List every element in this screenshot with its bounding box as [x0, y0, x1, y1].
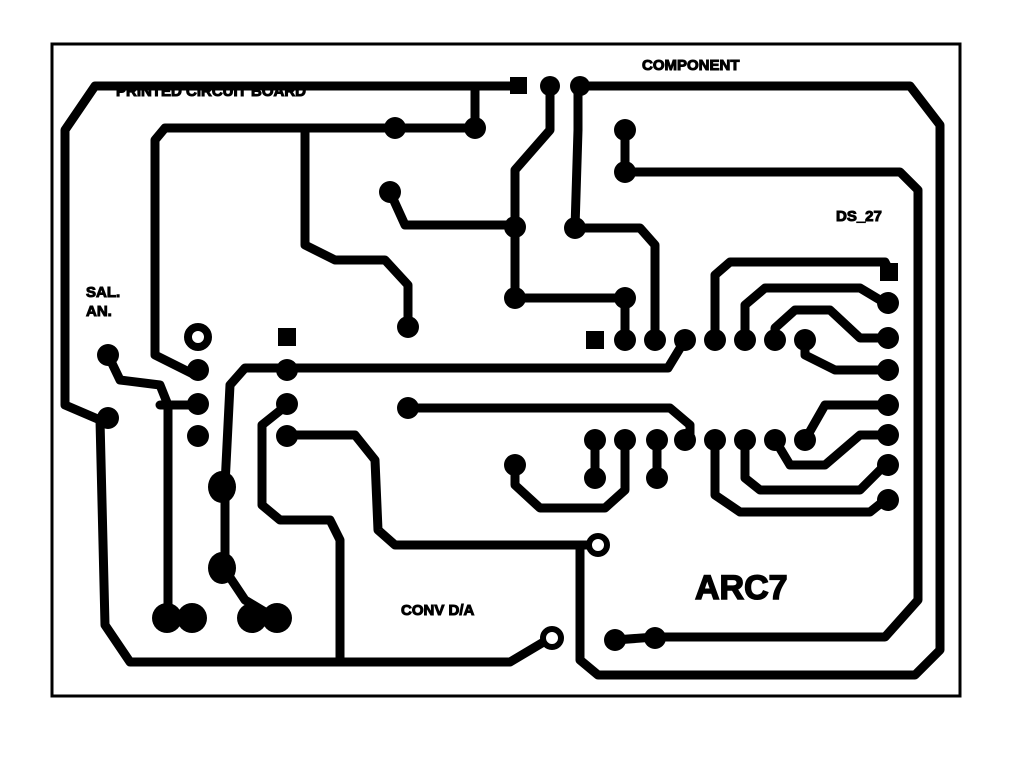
- pad-round: [646, 429, 668, 451]
- pad-round: [464, 117, 486, 139]
- pad-round: [564, 217, 586, 239]
- pad-round: [877, 292, 899, 314]
- pad-round: [276, 393, 298, 415]
- pad-round: [704, 429, 726, 451]
- conv-label: CONV D/A: [400, 602, 475, 619]
- pad-round: [187, 393, 209, 415]
- trace-fan-8: [710, 435, 890, 517]
- trace-top-left: [150, 123, 400, 380]
- trace-outer-right: [575, 81, 945, 680]
- pad-round: [504, 216, 526, 238]
- pad-round: [397, 397, 419, 419]
- pad-round: [187, 359, 209, 381]
- pad-square: [586, 331, 604, 349]
- pad-round: [674, 429, 696, 451]
- pad-round: [384, 117, 406, 139]
- trace-mid-left: [385, 187, 520, 230]
- pad-round: [540, 76, 560, 96]
- trace-loop-a: [510, 435, 630, 513]
- pad-round: [276, 425, 298, 447]
- pad-round: [604, 629, 626, 651]
- pad-round: [764, 429, 786, 451]
- trace-inner-right: [610, 125, 923, 645]
- trace-fan-7: [740, 435, 890, 495]
- pad-round: [614, 119, 636, 141]
- pad-big: [208, 471, 236, 503]
- trace-central-bus: [510, 81, 630, 345]
- pad-round: [877, 327, 899, 349]
- pad-round: [734, 329, 756, 351]
- trace-fan-3: [770, 305, 890, 345]
- pad-round: [877, 394, 899, 416]
- pad-round: [674, 329, 696, 351]
- pad-round: [397, 316, 419, 338]
- pad-round: [877, 489, 899, 511]
- pad-square: [278, 328, 296, 346]
- pad-round: [644, 329, 666, 351]
- pad-round: [584, 467, 606, 489]
- trace-upper-bus: [220, 335, 690, 620]
- pad-round: [764, 329, 786, 351]
- sal-label-line1: SAL.: [85, 284, 121, 301]
- pad-round: [504, 287, 526, 309]
- pad-round: [184, 323, 212, 351]
- pad-round: [379, 181, 401, 203]
- trace-top-to-pad: [390, 81, 520, 133]
- trace-fan-4: [800, 335, 890, 375]
- pad-round: [187, 425, 209, 447]
- pad-big: [237, 603, 267, 633]
- pad-round: [614, 161, 636, 183]
- pad-big: [177, 603, 207, 633]
- pad-big: [152, 603, 182, 633]
- pad-round: [570, 76, 590, 96]
- trace-left-small: [103, 350, 173, 625]
- sal-label-line2: AN.: [86, 303, 113, 320]
- pad-big: [262, 603, 292, 633]
- arc7-label: ARC7: [694, 569, 788, 607]
- pad-round: [504, 454, 526, 476]
- pad-round: [734, 429, 756, 451]
- trace-comp-right: [570, 81, 660, 345]
- pad-round: [794, 329, 816, 351]
- pad-round: [614, 287, 636, 309]
- pad-round: [644, 627, 666, 649]
- board-outline: [50, 42, 962, 698]
- trace-fan-6: [770, 430, 890, 470]
- component-label: COMPONENT: [642, 57, 740, 74]
- pad-round: [586, 533, 610, 557]
- pad-round: [877, 424, 899, 446]
- pad-round: [97, 344, 119, 366]
- pad-square: [510, 77, 527, 94]
- trace-mid-lower: [257, 400, 345, 667]
- pad-square: [880, 263, 898, 281]
- trace-fan-5: [800, 400, 890, 445]
- pad-round: [584, 429, 606, 451]
- pad-round: [614, 429, 636, 451]
- trace-fan-2: [740, 283, 890, 345]
- pad-round: [276, 359, 298, 381]
- trace-lower-left: [282, 430, 603, 550]
- pad-round: [646, 467, 668, 489]
- pad-big: [208, 552, 236, 584]
- pad-round: [704, 329, 726, 351]
- pads: [97, 76, 899, 651]
- pad-round: [877, 454, 899, 476]
- pad-round: [877, 359, 899, 381]
- pad-round: [540, 626, 564, 650]
- pcb-title-label: PRINTED CIRCUIT BOARD: [116, 83, 307, 100]
- trace-branch-down: [300, 123, 413, 332]
- pad-round: [794, 429, 816, 451]
- pad-round: [614, 329, 636, 351]
- pad-round: [97, 407, 119, 429]
- ds-label: DS_27: [836, 208, 883, 225]
